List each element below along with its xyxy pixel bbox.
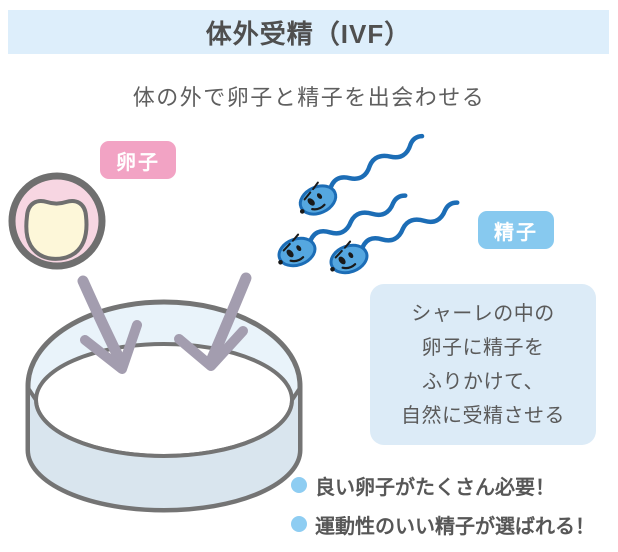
description-line: 卵子に精子を bbox=[421, 336, 545, 359]
down-arrow-icon bbox=[77, 275, 142, 374]
down-arrow-icon bbox=[174, 272, 252, 371]
petri-dish-illustration bbox=[25, 299, 303, 513]
bullet-dot-icon bbox=[291, 477, 307, 493]
sperm-label-badge: 精子 bbox=[478, 211, 554, 249]
egg-cell-illustration bbox=[8, 172, 106, 270]
header-banner: 体外受精（IVF） bbox=[8, 10, 609, 54]
bullet-point-eggs: 良い卵子がたくさん必要！ bbox=[291, 471, 555, 499]
bullet-dot-icon bbox=[291, 516, 307, 532]
page-title: 体外受精（IVF） bbox=[205, 18, 412, 49]
bullet-point-sperm: 運動性のいい精子が選ばれる！ bbox=[291, 510, 595, 538]
subtitle-text: 体の外で卵子と精子を出会わせる bbox=[132, 85, 486, 110]
egg-label-badge: 卵子 bbox=[100, 141, 176, 179]
description-line: 自然に受精させる bbox=[401, 404, 565, 427]
bullet-text: 良い卵子がたくさん必要！ bbox=[315, 476, 555, 499]
sperm-icon bbox=[292, 135, 434, 220]
sperm-icon bbox=[323, 202, 467, 279]
description-box: シャーレの中の 卵子に精子を ふりかけて、 自然に受精させる bbox=[370, 284, 596, 445]
description-line: シャーレの中の bbox=[411, 302, 555, 325]
bullet-text: 運動性のいい精子が選ばれる！ bbox=[315, 515, 595, 538]
description-line: ふりかけて、 bbox=[422, 370, 544, 393]
